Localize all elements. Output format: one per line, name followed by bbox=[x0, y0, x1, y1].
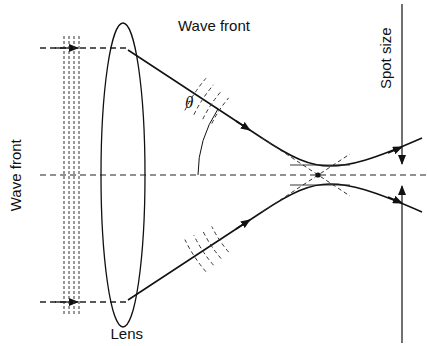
ray-arrow bbox=[55, 301, 78, 302]
ray-arrow bbox=[55, 47, 78, 48]
spherical-wavefronts bbox=[185, 78, 229, 271]
dimension-arrow bbox=[401, 4, 402, 164]
angle-arc bbox=[198, 109, 218, 175]
ray-extension bbox=[262, 154, 350, 212]
text-label: Wave front bbox=[8, 139, 25, 211]
text-label: Lens bbox=[111, 326, 144, 343]
angle-label: θ bbox=[185, 94, 193, 113]
beam-edge bbox=[128, 184, 422, 300]
plane-wavefronts bbox=[64, 36, 79, 314]
incoming-ray bbox=[40, 301, 128, 302]
optical-axis bbox=[40, 175, 427, 176]
waist-line bbox=[290, 185, 350, 186]
text-label: Wave front bbox=[178, 18, 250, 35]
wavefront-arc bbox=[212, 98, 229, 124]
ray-arrow bbox=[236, 220, 250, 229]
wavefront-arc bbox=[185, 240, 206, 272]
text-label: Spot size bbox=[378, 27, 395, 89]
lens bbox=[101, 23, 145, 327]
ray-arrow bbox=[388, 147, 402, 153]
waist-line bbox=[290, 165, 350, 166]
dimension-arrow bbox=[401, 186, 402, 343]
ray-arrow bbox=[388, 197, 402, 203]
focal-point bbox=[315, 172, 320, 177]
ray-extension bbox=[262, 138, 350, 196]
ray-arrow bbox=[236, 121, 250, 130]
wavefront-arc bbox=[212, 227, 229, 253]
wavefront-arc bbox=[203, 231, 221, 259]
incoming-ray bbox=[40, 47, 128, 48]
